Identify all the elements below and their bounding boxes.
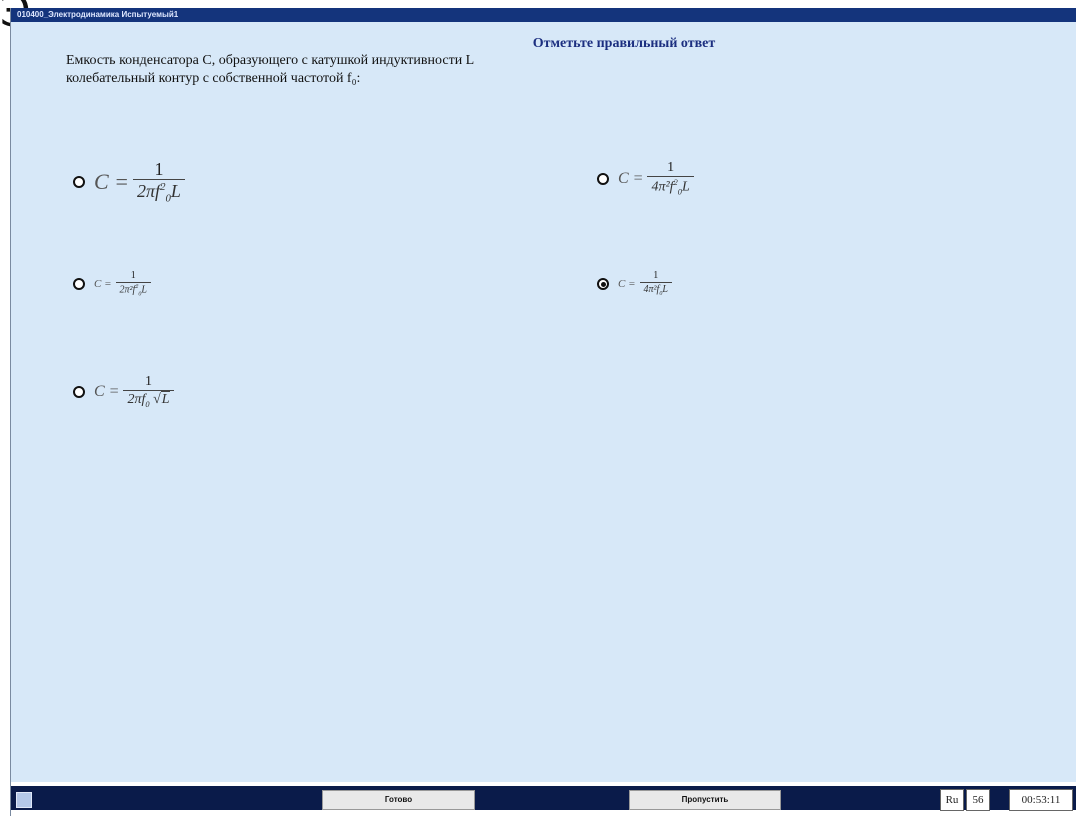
fraction-denominator: 2π²f20L bbox=[115, 281, 151, 298]
den-sub: 0 bbox=[659, 290, 663, 297]
question-line-2: колебательный контур с собственной часто… bbox=[66, 71, 361, 86]
fraction: 1 4π²f20L bbox=[647, 160, 694, 197]
den-sup: 2 bbox=[160, 180, 166, 193]
sqrt-icon: √ bbox=[153, 391, 161, 407]
done-button[interactable]: Готово bbox=[322, 790, 475, 810]
den-base: 4π²f bbox=[643, 283, 660, 295]
den-post: L bbox=[141, 283, 147, 295]
radio-option-3[interactable] bbox=[73, 278, 85, 291]
den-sup: 2 bbox=[673, 177, 678, 187]
den-post: L bbox=[170, 180, 181, 201]
timer: 00:53:11 bbox=[1009, 789, 1073, 811]
question-line-1: Емкость конденсатора C, образующего с ка… bbox=[66, 53, 475, 68]
formula-lhs: C = bbox=[94, 169, 130, 195]
den-sub: 0 bbox=[165, 192, 171, 205]
formula-lhs: C = bbox=[618, 278, 636, 291]
den-post: L bbox=[662, 283, 668, 295]
formula-lhs: C = bbox=[94, 383, 120, 401]
fraction: 1 4π²f0L bbox=[639, 270, 672, 298]
fraction-numerator: 1 bbox=[130, 270, 136, 281]
answer-option-1[interactable]: C = 1 2πf20L bbox=[73, 160, 185, 205]
den-sub: 0 bbox=[677, 187, 682, 197]
answer-option-4[interactable]: C = 1 4π²f0L bbox=[597, 270, 672, 298]
question-heading: Отметьте правильный ответ bbox=[532, 36, 716, 51]
radio-option-1[interactable] bbox=[73, 176, 85, 189]
fraction-numerator: 1 bbox=[653, 270, 659, 281]
den-base: 2π²f bbox=[119, 283, 136, 295]
den-sub: 0 bbox=[138, 290, 142, 297]
taskbar: Готово Пропустить Ru 56 00:53:11 bbox=[11, 782, 1076, 816]
fraction-numerator: 1 bbox=[154, 159, 164, 179]
den-base: 2πf bbox=[137, 180, 161, 201]
fraction: 1 2πf0 √L bbox=[123, 374, 174, 409]
den-sub: 0 bbox=[145, 399, 150, 409]
fraction: 1 2πf20L bbox=[133, 160, 185, 205]
skip-button[interactable]: Пропустить bbox=[629, 790, 781, 810]
test-window: 010400_Электродинамика Испытуемый1 Отмет… bbox=[10, 8, 1076, 816]
fraction-numerator: 1 bbox=[145, 374, 152, 389]
menu-button[interactable] bbox=[16, 792, 32, 808]
question-number: 56 bbox=[966, 789, 990, 811]
taskbar-strip: Готово Пропустить Ru 56 00:53:11 bbox=[11, 786, 1076, 811]
question-text: Емкость конденсатора C, образующего с ка… bbox=[66, 52, 706, 88]
formula-option-3: C = 1 2π²f20L bbox=[94, 270, 151, 298]
language-indicator: Ru bbox=[940, 789, 964, 811]
radio-option-5[interactable] bbox=[73, 386, 85, 399]
radio-option-4[interactable] bbox=[597, 278, 609, 291]
formula-option-1: C = 1 2πf20L bbox=[94, 160, 185, 205]
den-base: 4π²f bbox=[651, 179, 674, 195]
formula-option-4: C = 1 4π²f0L bbox=[618, 270, 672, 298]
den-post: L bbox=[681, 179, 690, 195]
formula-option-2: C = 1 4π²f20L bbox=[618, 160, 694, 197]
den-sup: 2 bbox=[135, 283, 139, 290]
radio-option-2[interactable] bbox=[597, 172, 609, 185]
formula-option-5: C = 1 2πf0 √L bbox=[94, 374, 174, 409]
fraction-numerator: 1 bbox=[667, 160, 675, 175]
formula-lhs: C = bbox=[94, 278, 112, 291]
fraction-denominator: 4π²f0L bbox=[639, 281, 672, 298]
window-title: 010400_Электродинамика Испытуемый1 bbox=[11, 8, 1076, 22]
answer-option-2[interactable]: C = 1 4π²f20L bbox=[597, 160, 694, 197]
den-base: 2πf bbox=[127, 391, 146, 407]
fraction-denominator: 2πf0 √L bbox=[123, 389, 174, 409]
den-sqrt: L bbox=[160, 390, 170, 407]
fraction-denominator: 4π²f20L bbox=[647, 175, 694, 197]
formula-lhs: C = bbox=[618, 169, 644, 187]
fraction-denominator: 2πf20L bbox=[133, 178, 185, 205]
fraction: 1 2π²f20L bbox=[115, 270, 151, 298]
answer-option-5[interactable]: C = 1 2πf0 √L bbox=[73, 374, 174, 409]
answer-option-3[interactable]: C = 1 2π²f20L bbox=[73, 270, 151, 298]
